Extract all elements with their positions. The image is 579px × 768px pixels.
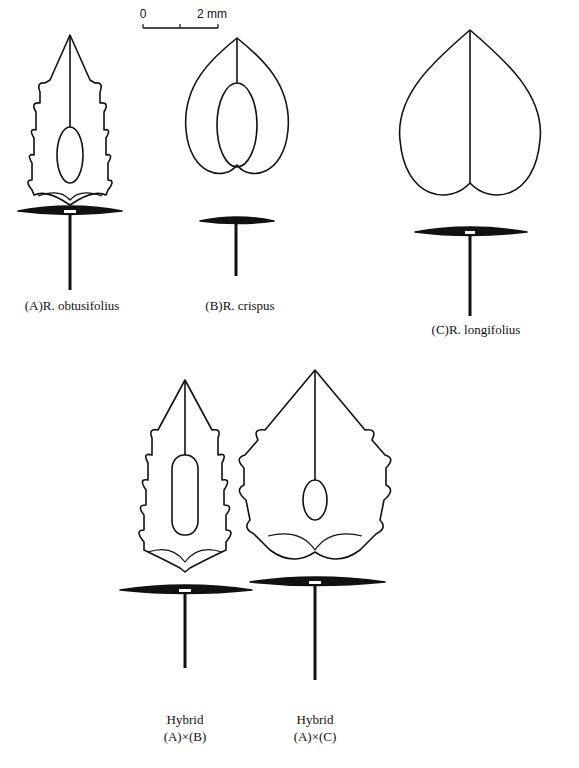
species-label: (C)R. longifolius [432,322,521,338]
cross-label: (A)×(C) [294,729,337,745]
cross-label: (A)×(B) [164,729,207,745]
species-label: (B)R. crispus [205,298,274,314]
valve-drawing [120,380,252,668]
species-label: (A)R. obtusifolius [25,298,120,314]
scale-bar [143,24,218,28]
hybrid-label: Hybrid [167,712,204,728]
valve-drawing [186,38,289,276]
scale-label: 2 mm [197,6,227,22]
scale-number: 0 [140,6,147,22]
valve-drawing [239,370,391,680]
hybrid-label: Hybrid [297,712,334,728]
valve-drawing [400,30,541,316]
valve-drawing [18,35,122,290]
